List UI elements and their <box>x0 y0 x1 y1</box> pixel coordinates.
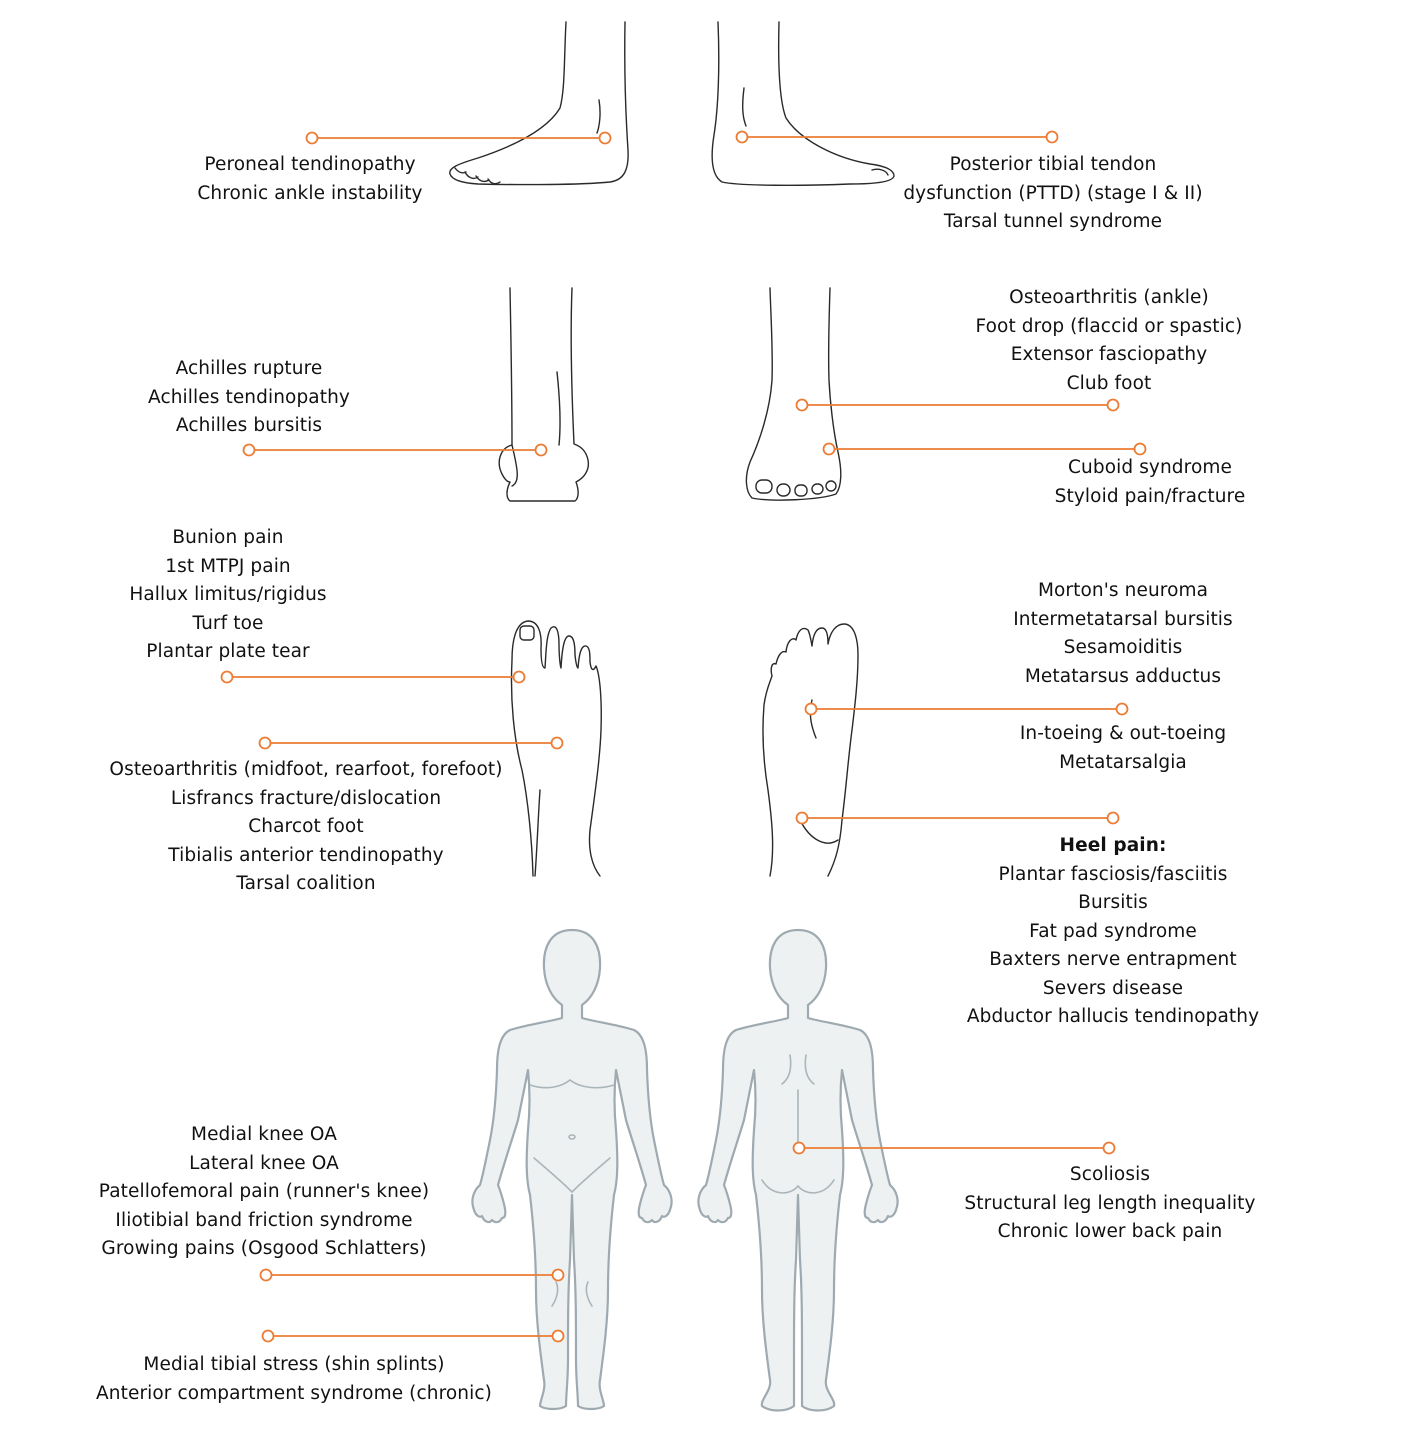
label-line: Cuboid syndrome <box>1068 457 1232 478</box>
label-heading: Heel pain: <box>1059 835 1167 856</box>
label-line: Plantar plate tear <box>146 641 310 662</box>
label-knee: Medial knee OA Lateral knee OA Patellofe… <box>99 1121 429 1264</box>
leader-endpoint-heel-start <box>795 811 809 825</box>
label-line: Baxters nerve entrapment <box>989 949 1237 970</box>
label-achilles: Achilles rupture Achilles tendinopathy A… <box>148 355 350 441</box>
label-line: Abductor hallucis tendinopathy <box>966 1006 1260 1027</box>
label-line: Peroneal tendinopathy <box>204 154 416 175</box>
label-lateral-midfoot: Cuboid syndrome Styloid pain/fracture <box>1055 454 1246 511</box>
label-line: Tibialis anterior tendinopathy <box>168 844 444 866</box>
label-line: Extensor fasciopathy <box>1010 344 1208 365</box>
label-line: Fat pad syndrome <box>1029 920 1197 942</box>
leader-endpoint-big-toe-start <box>220 670 234 684</box>
leader-endpoint-lateral-ankle-end <box>598 131 612 145</box>
leader-endpoint-achilles-start <box>242 443 256 457</box>
label-big-toe: Bunion pain 1st MTPJ pain Hallux limitus… <box>129 524 326 667</box>
body-back-illustration <box>697 928 899 1412</box>
label-line: Osteoarthritis (midfoot, rearfoot, foref… <box>109 759 503 780</box>
label-line: Achilles tendinopathy <box>148 386 350 408</box>
label-line: Metatarsalgia <box>1059 751 1187 773</box>
leader-endpoint-back-end <box>1102 1141 1116 1155</box>
leader-endpoint-knee-start <box>259 1268 273 1282</box>
label-line: Achilles bursitis <box>175 415 323 436</box>
label-back: Scoliosis Structural leg length inequali… <box>964 1161 1255 1247</box>
anterior-ankle-illustration <box>745 287 842 501</box>
leader-endpoint-forefoot-start <box>804 702 818 716</box>
leader-endpoint-midfoot-end <box>550 736 564 750</box>
label-line: Styloid pain/fracture <box>1054 485 1246 507</box>
dorsal-foot-illustration <box>510 620 602 877</box>
label-line: dysfunction (PTTD) (stage I & II) <box>903 182 1203 204</box>
label-arch: In-toeing & out-toeing Metatarsalgia <box>1020 720 1226 777</box>
label-line: Tarsal coalition <box>236 873 376 894</box>
leader-endpoint-heel-end <box>1106 811 1120 825</box>
label-line: Iliotibial band friction syndrome <box>115 1209 413 1231</box>
leader-endpoint-big-toe-end <box>512 670 526 684</box>
label-line: Severs disease <box>1042 977 1184 999</box>
leader-endpoint-lateral-midfoot-end <box>1133 442 1147 456</box>
label-line: Bursitis <box>1078 892 1148 913</box>
leader-lines <box>220 130 1147 1343</box>
label-line: Foot drop (flaccid or spastic) <box>975 315 1243 337</box>
leader-endpoint-knee-end <box>551 1268 565 1282</box>
posterior-ankle-illustration <box>498 287 590 502</box>
label-forefoot: Morton's neuroma Intermetatarsal bursiti… <box>1013 577 1233 691</box>
label-line: Lateral knee OA <box>189 1152 339 1174</box>
leader-endpoint-medial-ankle-start <box>735 130 749 144</box>
leader-endpoint-back-start <box>792 1141 806 1155</box>
leader-endpoint-shin-start <box>261 1329 275 1343</box>
label-line: Chronic lower back pain <box>997 1221 1223 1242</box>
leader-endpoint-anterior-ankle-end <box>1106 398 1120 412</box>
label-line: Anterior compartment syndrome (chronic) <box>96 1382 492 1404</box>
label-medial-ankle: Posterior tibial tendon dysfunction (PTT… <box>903 151 1202 237</box>
label-line: Morton's neuroma <box>1037 580 1209 601</box>
label-line: Scoliosis <box>1069 1164 1151 1185</box>
label-line: Plantar fasciosis/fasciitis <box>998 863 1228 885</box>
label-midfoot: Osteoarthritis (midfoot, rearfoot, foref… <box>109 756 502 899</box>
label-line: Turf toe <box>192 612 264 634</box>
label-heel: Heel pain: Plantar fasciosis/fasciitis B… <box>967 832 1259 1032</box>
label-line: Medial knee OA <box>191 1124 337 1145</box>
label-line: Intermetatarsal bursitis <box>1013 608 1233 630</box>
leader-endpoint-midfoot-start <box>258 736 272 750</box>
label-line: Lisfrancs fracture/dislocation <box>170 787 442 809</box>
label-line: Charcot foot <box>248 816 364 837</box>
label-lateral-ankle: Peroneal tendinopathy Chronic ankle inst… <box>197 151 422 208</box>
leader-endpoint-lateral-ankle-start <box>305 131 319 145</box>
label-line: In-toeing & out-toeing <box>1019 723 1227 744</box>
label-anterior-ankle: Osteoarthritis (ankle) Foot drop (flacci… <box>976 284 1243 398</box>
label-line: Growing pains (Osgood Schlatters) <box>101 1238 427 1259</box>
label-line: Achilles rupture <box>175 358 323 379</box>
label-line: Metatarsus adductus <box>1024 665 1222 687</box>
label-line: Bunion pain <box>172 527 284 548</box>
body-front-illustration <box>471 928 673 1411</box>
label-line: Patellofemoral pain (runner's knee) <box>98 1181 430 1202</box>
label-line: Club foot <box>1066 372 1152 394</box>
label-line: Structural leg length inequality <box>964 1192 1256 1214</box>
leader-endpoint-anterior-ankle-start <box>795 398 809 412</box>
label-shin: Medial tibial stress (shin splints) Ante… <box>96 1351 492 1408</box>
label-line: Sesamoiditis <box>1063 637 1183 658</box>
plantar-foot-illustration <box>762 623 859 877</box>
label-line: 1st MTPJ pain <box>165 555 291 577</box>
leader-endpoint-forefoot-end <box>1115 702 1129 716</box>
leader-endpoint-medial-ankle-end <box>1045 130 1059 144</box>
label-line: Posterior tibial tendon <box>949 154 1157 175</box>
leader-endpoint-lateral-midfoot-start <box>822 442 836 456</box>
label-line: Medial tibial stress (shin splints) <box>143 1354 445 1375</box>
lateral-foot-illustration <box>449 21 629 186</box>
label-line: Hallux limitus/rigidus <box>129 584 327 605</box>
label-line: Osteoarthritis (ankle) <box>1009 287 1209 308</box>
leader-endpoint-achilles-end <box>534 443 548 457</box>
leader-endpoint-shin-end <box>551 1329 565 1343</box>
medial-foot-illustration <box>711 21 895 187</box>
label-line: Tarsal tunnel syndrome <box>943 211 1163 232</box>
label-line: Chronic ankle instability <box>197 182 423 204</box>
